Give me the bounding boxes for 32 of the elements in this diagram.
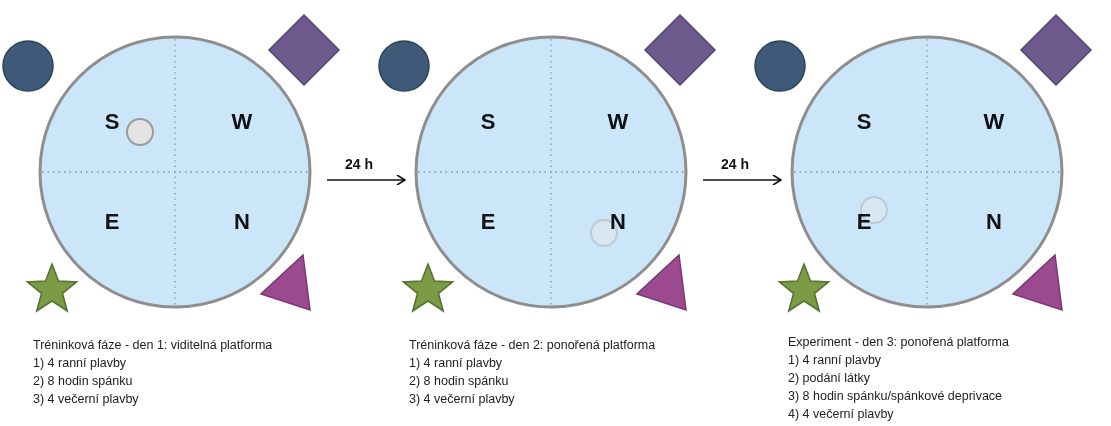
quadrant-letter: N <box>234 211 250 233</box>
quadrant-letter: E <box>104 211 120 233</box>
quadrant-letter: S <box>480 111 496 133</box>
step-text: 1) 4 ranní plavby <box>33 355 127 372</box>
step-text: 3) 4 večerní plavby <box>409 391 515 408</box>
step-text: 1) 4 ranní plavby <box>788 352 882 369</box>
edge-label: 24 h <box>719 156 751 172</box>
water-pool <box>414 35 688 309</box>
step-text: 3) 4 večerní plavby <box>33 391 139 408</box>
quadrant-letter: S <box>856 111 872 133</box>
water-pool <box>38 35 312 309</box>
step-text: 2) 8 hodin spánku <box>409 373 509 390</box>
quadrant-letter: E <box>856 211 872 233</box>
quadrant-letter: E <box>480 211 496 233</box>
quadrant-letter: N <box>610 211 626 233</box>
arrow <box>326 174 406 186</box>
step-text: 2) 8 hodin spánku <box>33 373 133 390</box>
step-text: 2) podání látky <box>788 370 870 387</box>
phase-heading: Tréninková fáze - den 1: viditelná platforma <box>33 337 273 354</box>
phase-heading: Experiment - den 3: ponořená platforma <box>788 334 1009 351</box>
quadrant-letter: W <box>983 111 1005 133</box>
arrow <box>702 174 782 186</box>
quadrant-letter: W <box>607 111 629 133</box>
quadrant-letter: S <box>104 111 120 133</box>
step-text: 4) 4 večerní plavby <box>788 406 894 423</box>
step-text: 1) 4 ranní plavby <box>409 355 503 372</box>
water-pool <box>790 35 1064 309</box>
step-text: 3) 8 hodin spánku/spánkové deprivace <box>788 388 1003 405</box>
quadrant-letter: N <box>986 211 1002 233</box>
quadrant-letter: W <box>231 111 253 133</box>
phase-heading: Tréninková fáze - den 2: ponořená platforma <box>409 337 656 354</box>
edge-label: 24 h <box>343 156 375 172</box>
